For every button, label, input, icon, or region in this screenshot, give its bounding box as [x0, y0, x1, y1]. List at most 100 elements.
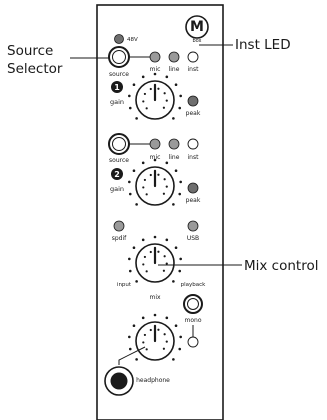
knob-scale-dot: [141, 238, 145, 242]
knob-scale-dot: [178, 106, 182, 110]
knob-inner-dot: [165, 99, 168, 102]
knob-scale-dot: [128, 335, 131, 339]
knob-inner-dot: [162, 269, 165, 272]
line-led-2: [168, 138, 180, 150]
knob-scale-dot: [179, 335, 182, 339]
phantom-power-label: 48V: [127, 37, 138, 43]
callout-source-selector: Source Selector: [7, 43, 109, 77]
knob-scale-dot: [132, 246, 136, 250]
knob-inner-dot: [142, 341, 145, 344]
mix-label: mix: [149, 294, 161, 301]
knob-inner-dot: [142, 263, 145, 266]
knob-scale-dot: [153, 235, 157, 239]
knob-scale-dot: [128, 269, 132, 273]
source-selector-button-1[interactable]: [108, 46, 130, 68]
mbox-logo: M box: [185, 15, 209, 44]
peak-label-1: peak: [186, 110, 201, 117]
knob-inner-dot: [145, 270, 148, 273]
knob-inner-dot: [142, 186, 145, 189]
callout-source-selector-line2: Selector: [7, 61, 63, 77]
knob-scale-dot: [178, 192, 182, 196]
knob-scale-dot: [174, 83, 178, 87]
knob-scale-dot: [135, 117, 138, 120]
knob-inner-dot: [145, 107, 148, 110]
knob-scale-dot: [128, 257, 131, 261]
knob-inner-dot: [143, 255, 147, 259]
knob-inner-dot: [165, 262, 168, 265]
mono-button[interactable]: [183, 294, 203, 314]
headphone-volume-knob[interactable]: [128, 313, 182, 361]
knob-inner-dot: [165, 185, 168, 188]
knob-scale-dot: [132, 83, 136, 87]
usb-led: [187, 220, 199, 232]
source-selector-button-2[interactable]: [108, 133, 130, 155]
gain-knob-2[interactable]: [128, 158, 182, 206]
knob-scale-dot: [165, 161, 169, 165]
knob-scale-dot: [135, 358, 138, 361]
knob-scale-dot: [128, 180, 131, 184]
knob-scale-dot: [141, 161, 145, 165]
peak-led-1: [187, 95, 199, 107]
inst-label-1: inst: [188, 66, 200, 73]
knob-inner-dot: [149, 87, 152, 91]
callout-source-selector-line1: Source: [7, 43, 53, 59]
input-label: input: [117, 282, 132, 288]
line-label-1: line: [169, 66, 180, 73]
inst-led-2: [187, 138, 199, 150]
inst-label-2: inst: [188, 154, 200, 161]
knob-inner-dot: [163, 333, 166, 336]
knob-inner-dot: [162, 106, 165, 109]
callout-inst-led-text: Inst LED: [235, 37, 291, 53]
knob-scale-dot: [153, 72, 157, 76]
peak-label-2: peak: [186, 197, 201, 204]
headphone-connector: [118, 346, 146, 365]
knob-scale-dot: [128, 94, 131, 98]
logo-sub: box: [192, 38, 201, 44]
knob-inner-dot: [149, 250, 152, 254]
gain-knob-1[interactable]: [128, 72, 182, 120]
knob-scale-dot: [172, 117, 175, 120]
knob-inner-dot: [165, 340, 168, 343]
knob-inner-dot: [162, 347, 165, 350]
knob-inner-dot: [157, 173, 160, 176]
mono-label: mono: [185, 317, 202, 324]
knob-scale-dot: [179, 180, 182, 184]
knob-scale-dot: [172, 358, 175, 361]
knob-scale-dot: [174, 169, 178, 173]
knob-scale-dot: [165, 238, 169, 242]
line-led-1: [168, 51, 180, 63]
channel-number-2: 2: [114, 170, 120, 179]
channel-badge-2: [111, 168, 123, 180]
knob-inner-dot: [143, 333, 147, 337]
knob-scale-dot: [135, 280, 138, 283]
knob-scale-dot: [165, 316, 169, 320]
headphone-jack[interactable]: [104, 366, 134, 396]
spdif-label: spdif: [112, 235, 127, 242]
knob-inner-dot: [142, 100, 145, 103]
channel-badge-1: [111, 81, 123, 93]
knob-inner-dot: [157, 328, 160, 331]
logo-letter: M: [190, 19, 204, 35]
knob-inner-dot: [149, 173, 152, 177]
knob-scale-dot: [128, 347, 132, 351]
knob-inner-dot: [143, 92, 147, 96]
headphone-label: headphone: [136, 377, 170, 384]
source-label-1: source: [109, 71, 129, 78]
knob-scale-dot: [178, 347, 182, 351]
knob-scale-dot: [174, 324, 178, 328]
callout-mix-control-text: Mix control: [244, 258, 318, 274]
knob-inner-dot: [157, 87, 160, 90]
knob-inner-dot: [163, 92, 166, 95]
mix-knob[interactable]: [128, 235, 182, 283]
knob-scale-dot: [141, 316, 145, 320]
mic-led-1: [149, 51, 161, 63]
knob-scale-dot: [172, 280, 175, 283]
usb-label: USB: [187, 235, 199, 242]
knob-scale-dot: [179, 257, 182, 261]
mic-led-2: [149, 138, 161, 150]
knob-inner-dot: [157, 250, 160, 253]
mono-led: [187, 336, 199, 348]
knob-inner-dot: [163, 178, 166, 181]
source-label-2: source: [109, 157, 129, 164]
inst-led-1: [187, 51, 199, 63]
